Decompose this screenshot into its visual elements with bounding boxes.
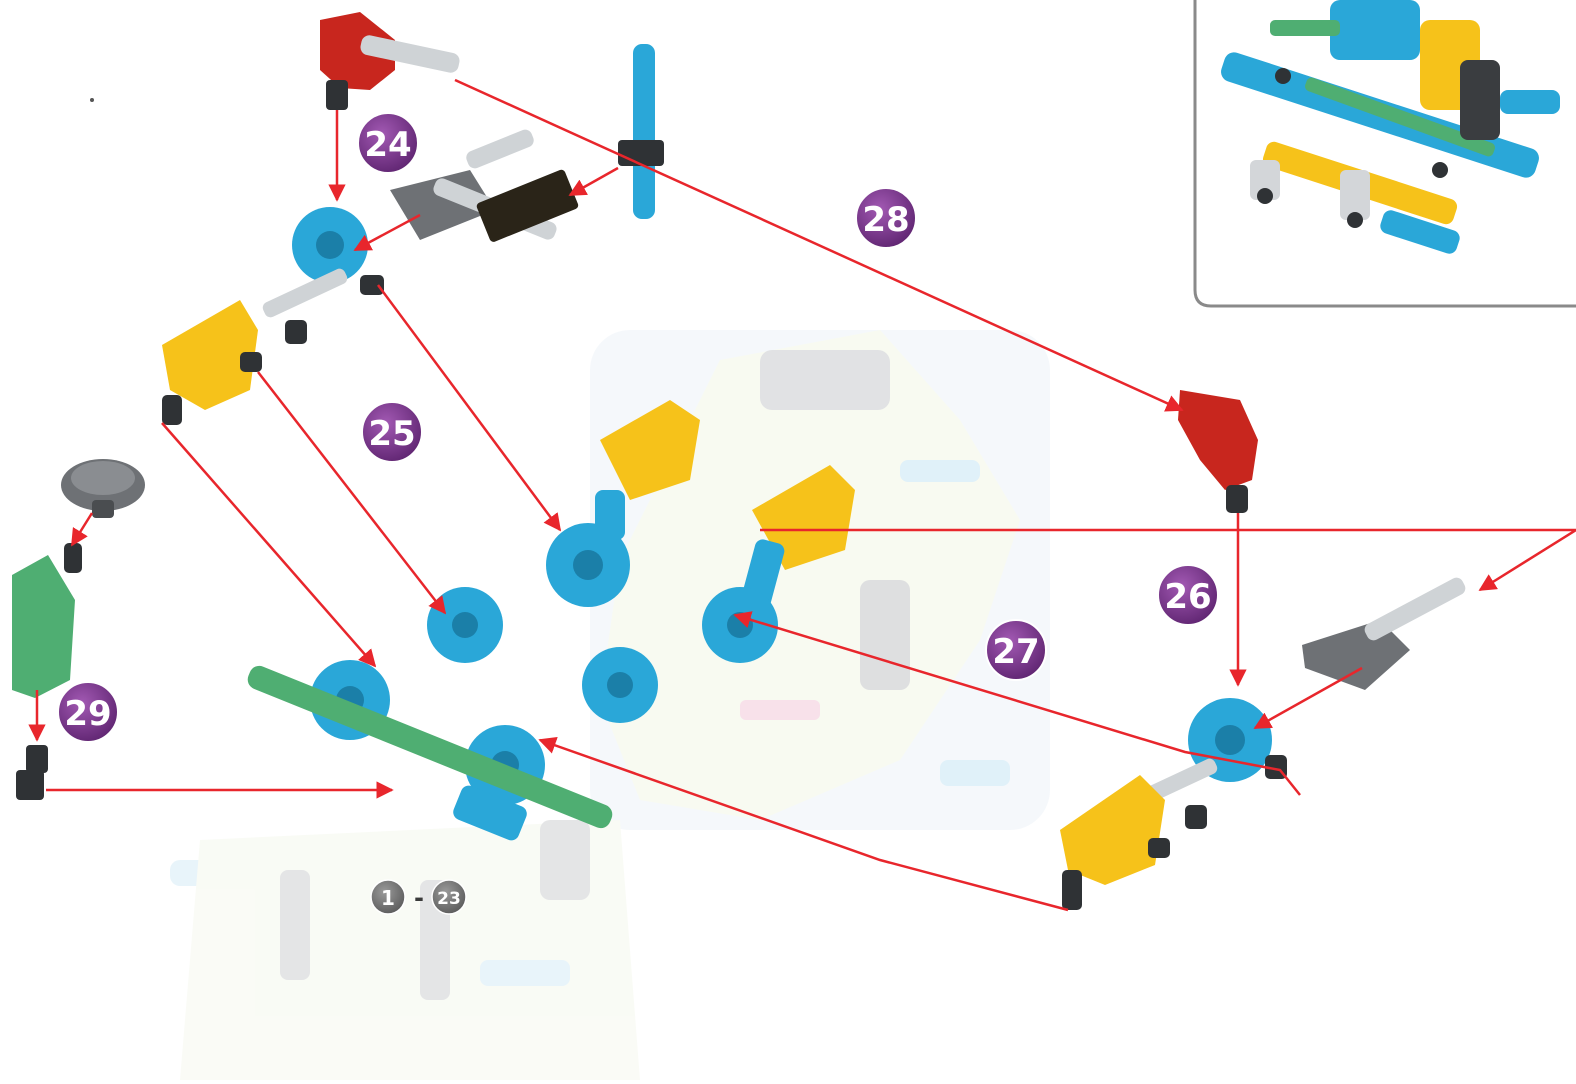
- step-badge-25: 25: [361, 401, 423, 463]
- previous-steps-range: 1 - 23: [370, 879, 467, 915]
- gray-connector-right: [1302, 577, 1466, 690]
- step-number: 29: [64, 694, 111, 734]
- arrow-24-blue-rod-to-gray: [568, 166, 619, 197]
- step-number: 27: [992, 632, 1039, 672]
- arrow-26-gray-to-blue: [1253, 666, 1363, 730]
- step-number: 28: [862, 200, 909, 240]
- step-badge-28: 28: [855, 187, 917, 249]
- range-start-number: 1: [381, 886, 395, 910]
- arrow-25-left-to-lower: [161, 422, 377, 668]
- arrow-25-blue-to-center: [376, 284, 562, 532]
- red-corner-connector-right: [1178, 390, 1258, 513]
- step-badge-26: 26: [1157, 564, 1219, 626]
- ghost-model: [170, 330, 1050, 1080]
- step-number: 24: [364, 125, 411, 165]
- blue-connector-center-upper: [546, 490, 630, 607]
- red-corner-connector-top: [320, 12, 460, 110]
- ghost-pink-rod: [740, 700, 820, 720]
- inset-panel: [1193, 0, 1576, 308]
- yellow-connector-center: [600, 400, 700, 500]
- step-number: 25: [368, 414, 415, 454]
- step-badge-24: 24: [357, 112, 419, 174]
- arrow-29-gear-to-green: [70, 512, 94, 547]
- ghost-yellow-region: [600, 330, 1020, 820]
- blue-connector-step24: [262, 207, 384, 344]
- blue-rod-vertical: [618, 44, 664, 219]
- ghost-gray-part: [760, 350, 890, 410]
- ghost-gray-part: [860, 580, 910, 690]
- yellow-connector-right: [1060, 775, 1170, 910]
- range-end-badge: [431, 879, 467, 915]
- green-rod-long: [247, 665, 613, 841]
- blue-connector-mid: [582, 647, 658, 723]
- speck: [90, 98, 94, 102]
- arrow-25-yellow-to-mid: [257, 371, 447, 615]
- step-number: 26: [1164, 577, 1211, 617]
- range-separator: -: [414, 884, 424, 912]
- ghost-blue-rod: [900, 460, 980, 482]
- gray-gear-wheel: [61, 459, 145, 518]
- arrow-28-to-red-right: [454, 78, 1184, 412]
- arrow-27-to-lower: [538, 736, 1069, 912]
- ghost-blue-rod: [480, 960, 570, 986]
- step-badge-29: 29: [57, 681, 119, 743]
- ghost-gray-part: [280, 870, 310, 980]
- inset-model-preview: [1221, 0, 1560, 254]
- range-start-badge: [370, 879, 406, 915]
- yellow-connector-left: [162, 300, 262, 425]
- range-end-number: 23: [437, 889, 461, 909]
- ghost-gray-part: [540, 820, 590, 900]
- black-end-cap: [16, 745, 48, 800]
- green-connector-left: [12, 543, 82, 698]
- step-badge-27: 27: [985, 619, 1047, 681]
- ghost-blue-rod: [940, 760, 1010, 786]
- arrow-24-gray-to-blue: [353, 213, 421, 252]
- blue-connector-mid-left: [427, 587, 503, 663]
- assembly-arrows: [28, 78, 1576, 912]
- arrow-27-to-center-right: [733, 611, 1301, 796]
- arrow-26-right-bracket: [760, 528, 1576, 592]
- gray-connector-with-rod: [390, 129, 579, 242]
